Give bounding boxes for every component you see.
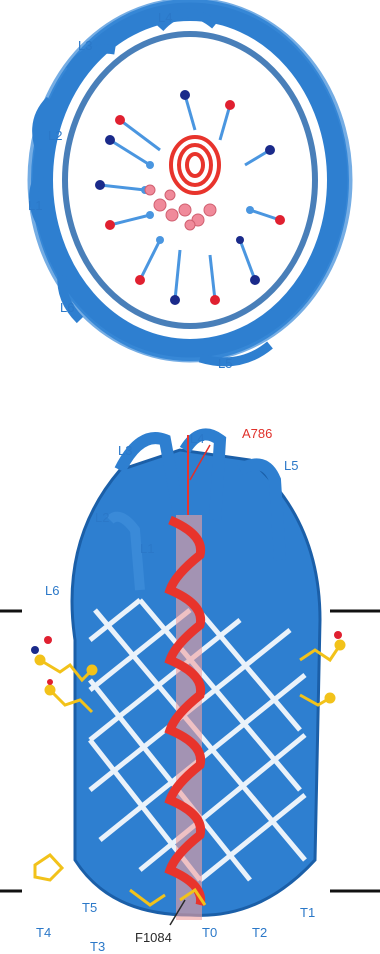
turn-label-t2: T2 [252, 925, 267, 940]
turn-label-t4: T4 [36, 925, 51, 940]
top-label-l2: L2 [48, 128, 62, 143]
side-label-l5: L5 [284, 458, 298, 473]
barrel-inner-ring [65, 34, 315, 326]
top-label-l4: L4 [158, 10, 172, 25]
top-label-l6: L6 [60, 300, 74, 315]
top-label-l5: L5 [218, 356, 232, 371]
side-label-l1: L1 [140, 541, 154, 556]
side-label-l6: L6 [45, 583, 59, 598]
top-view-barrel: L4 L3 L2 L1 L6 L5 [28, 0, 350, 371]
top-label-l1: L1 [28, 198, 42, 213]
turn-label-t0: T0 [202, 925, 217, 940]
helix-label-a786: A786 [242, 426, 272, 441]
side-label-l3: L3 [118, 443, 132, 458]
side-label-l4: L4 [190, 431, 204, 446]
turn-label-t3: T3 [90, 939, 105, 954]
interior-sidechains [100, 95, 280, 300]
helix-end-on [171, 137, 219, 193]
side-label-l2: L2 [95, 510, 109, 525]
turn-label-t1: T1 [300, 905, 315, 920]
side-view-barrel: L3 L4 L5 L2 L1 L6 A786 F1084 T5 T4 T3 T0… [0, 426, 380, 954]
turn-label-t5: T5 [82, 900, 97, 915]
atom-spheres [95, 90, 285, 305]
barrel-outer-ring [42, 10, 338, 350]
residue-label-f1084: F1084 [135, 930, 172, 945]
top-label-l3: L3 [78, 38, 92, 53]
